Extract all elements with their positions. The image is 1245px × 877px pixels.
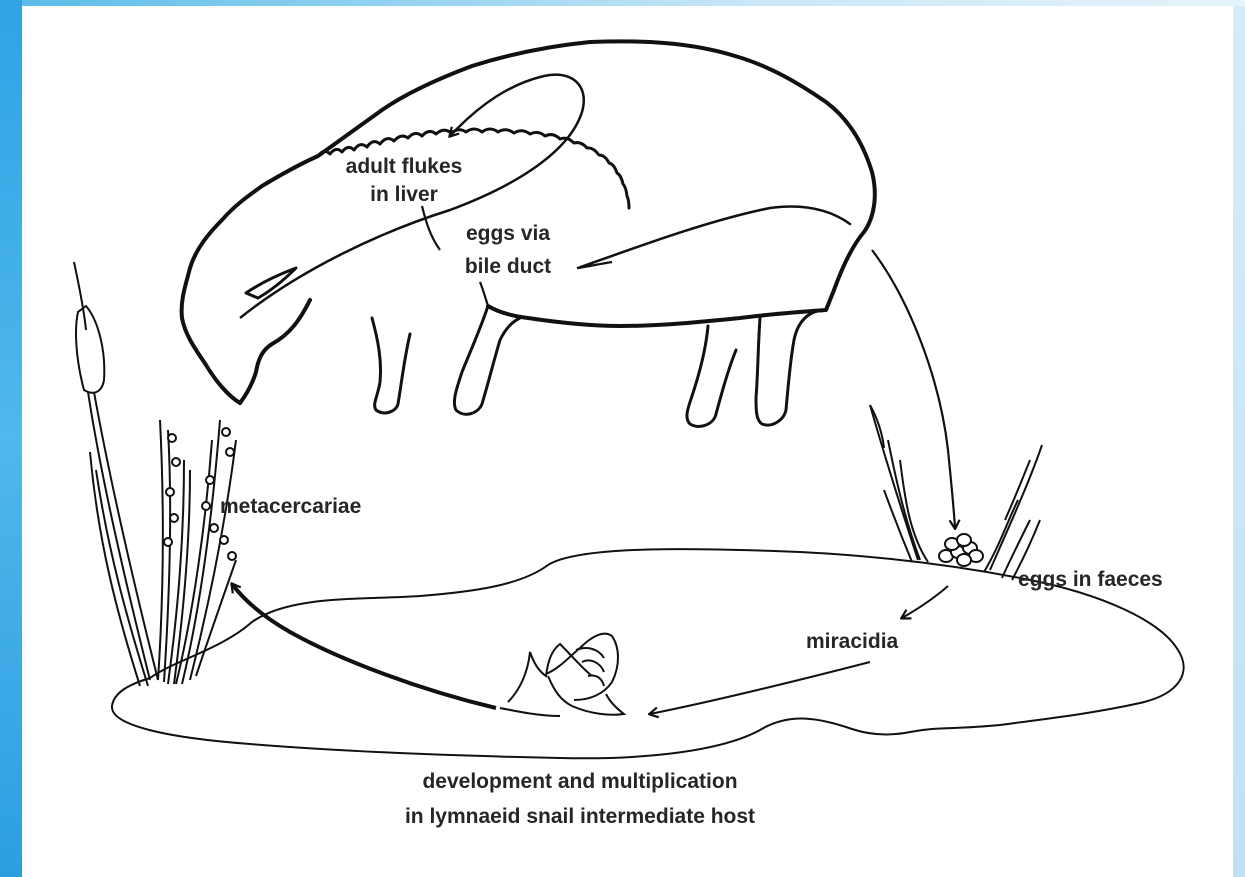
egg-cluster-icon bbox=[939, 534, 983, 566]
snail-icon bbox=[500, 634, 624, 716]
sheep-back-leg-left bbox=[687, 326, 736, 426]
label-eggs-bile-2: bile duct bbox=[465, 255, 551, 278]
label-metacercariae: metacercariae bbox=[220, 495, 361, 518]
arrow-snail-to-metacercariae bbox=[232, 584, 496, 708]
label-adult-flukes-1: adult flukes bbox=[346, 155, 463, 178]
arrow-miracidia-to-snail bbox=[650, 662, 870, 714]
label-eggs-in-faeces: eggs in faeces bbox=[1018, 568, 1163, 591]
label-adult-flukes-2: in liver bbox=[370, 183, 438, 206]
sheep-head-outline bbox=[240, 300, 310, 403]
arrow-faeces-to-miracidia bbox=[902, 586, 948, 618]
label-development-1: development and multiplication bbox=[422, 770, 737, 793]
sheep-front-leg-right bbox=[454, 306, 520, 414]
sheep-front-leg-left bbox=[372, 318, 410, 413]
bile-duct-connector-1 bbox=[422, 206, 440, 250]
metacercariae-cysts bbox=[164, 428, 236, 560]
reed-plant-icon bbox=[74, 262, 236, 686]
sheep-back-line bbox=[578, 207, 850, 268]
label-eggs-bile-1: eggs via bbox=[466, 222, 550, 245]
label-miracidia: miracidia bbox=[806, 630, 899, 653]
arrow-to-faeces bbox=[872, 250, 955, 528]
sheep-back-leg-right bbox=[756, 310, 826, 425]
label-development-2: in lymnaeid snail intermediate host bbox=[405, 805, 755, 828]
bile-duct-connector-2 bbox=[480, 282, 488, 306]
